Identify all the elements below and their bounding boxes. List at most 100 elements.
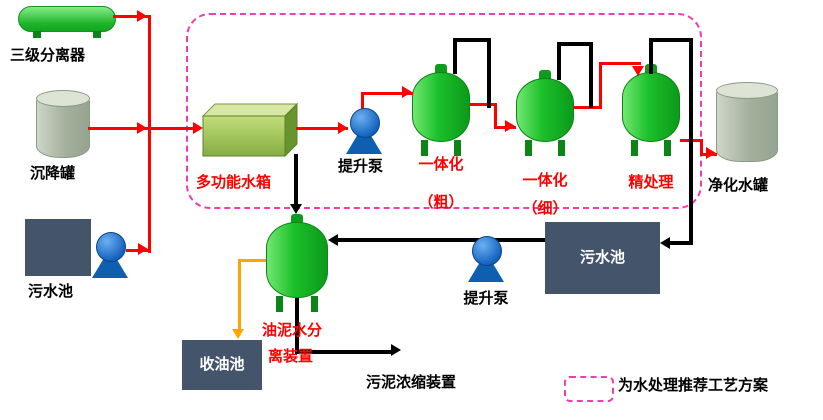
integrated-fine-label-1: 一体化: [522, 172, 568, 189]
pipe-polish-out-b: [700, 139, 703, 156]
pipe-settling-out: [88, 127, 149, 130]
oil-collection-pool-label: 收油池: [199, 356, 245, 373]
arrowhead-into-multifunction-tank: [193, 122, 203, 134]
purified-tank-label: 净化水罐: [708, 177, 769, 194]
arrowhead-into-fine: [505, 120, 515, 132]
pipe-fine-to-polish-a: [574, 106, 602, 109]
vessel-body: [622, 72, 680, 142]
lift-pump-bottom-label: 提升泵: [463, 290, 509, 307]
arrowhead-into-oil-pool: [232, 329, 244, 339]
vessel-leg: [663, 140, 671, 156]
vessel-body: [266, 222, 328, 298]
oil-sludge-separator-label-2: 离装置: [268, 348, 314, 365]
recommended-process-dashed-boundary: [186, 13, 702, 209]
pipe-backwash-coarse-down: [487, 38, 491, 108]
oil-collection-pool: 收油池: [182, 340, 262, 390]
vessel-nozzle: [291, 214, 303, 224]
lift-pump-top-label: 提升泵: [338, 158, 384, 175]
sewage-pool-left: [25, 219, 91, 276]
multifunction-tank-label: 多功能水箱: [196, 174, 272, 191]
arrowhead-sewage-pump-out: [138, 243, 148, 255]
separator-leg: [93, 31, 101, 38]
pipe-backwash-coarse-up: [453, 38, 457, 74]
pipe-sludge-out: [295, 350, 391, 354]
oil-sludge-separator-label-1: 油泥水分: [262, 322, 323, 339]
vessel-leg: [631, 140, 639, 156]
pipe-coarse-to-fine-b: [494, 103, 497, 129]
polishing-label: 精处理: [628, 174, 674, 191]
pipe-tank-to-pump: [296, 127, 348, 130]
sewage-pool-left-label: 污水池: [28, 283, 74, 300]
arrowhead-into-oil-separator: [290, 204, 302, 214]
pipe-oil-down: [238, 259, 241, 331]
pipe-backwash-fine-up: [557, 42, 561, 80]
vessel-leg: [421, 140, 429, 156]
pipe-backwash-polish-over: [649, 38, 693, 42]
tank-3d-graphic: [201, 102, 299, 158]
pipe-backwash-polish-up: [649, 38, 653, 74]
pipe-drain-to-sewage-pool: [689, 38, 693, 245]
legend-label: 为水处理推荐工艺方案: [618, 377, 769, 394]
sewage-pool-center: 污水池: [545, 222, 660, 294]
pipe-feed-manifold: [148, 15, 151, 253]
pipe-fine-to-polish-b: [599, 62, 602, 109]
vessel-leg: [275, 296, 283, 312]
pipe-backwash-fine-over: [557, 42, 593, 46]
pipe-backwash-coarse-over: [453, 38, 491, 42]
arrowhead-pump-to-coarse: [402, 86, 412, 98]
integrated-fine-label-2: （细）: [522, 200, 568, 217]
pipe-pool-to-oil-separator: [337, 238, 545, 242]
vessel-nozzle: [539, 70, 551, 80]
sludge-thickener-label: 污泥浓缩装置: [366, 374, 457, 391]
vessel-body: [412, 72, 470, 142]
legend-dashed-sample: [564, 376, 614, 402]
pipe-fine-to-polish-c: [599, 62, 641, 65]
sewage-pool-center-label: 污水池: [579, 249, 625, 266]
pipe-pump-riser: [361, 92, 364, 112]
lift-pump-bottom: [468, 236, 504, 282]
pump-impeller: [96, 232, 126, 262]
settling-tank-label: 沉降罐: [30, 165, 76, 182]
arrowhead-into-purified-tank: [706, 147, 716, 159]
purified-water-tank-cylinder: [716, 82, 778, 162]
pump-impeller: [472, 236, 502, 266]
pipe-backwash-fine-down: [589, 42, 593, 108]
arrowhead-pool-to-oil-separator: [328, 234, 338, 246]
pipe-oil-out: [238, 259, 266, 262]
separator-label: 三级分离器: [10, 47, 86, 64]
cylinder-top-ellipse: [716, 82, 778, 99]
pipe-sludge-down: [295, 298, 299, 354]
arrowhead-tank-to-pump: [338, 122, 348, 134]
settling-tank-cylinder: [36, 90, 90, 158]
three-stage-separator-vessel: [18, 6, 116, 38]
pipe-tank-to-oil-separator: [294, 154, 298, 206]
vessel-leg: [525, 140, 533, 156]
sewage-pool-pump: [92, 232, 128, 278]
arrowhead-separator-out: [137, 10, 147, 22]
pipe-drain-into-pool: [670, 241, 689, 245]
polishing-vessel: [622, 64, 680, 156]
pipe-coarse-to-fine-a: [470, 103, 497, 106]
pipe-separator-out: [113, 15, 151, 18]
arrowhead-to-sludge-thickener: [391, 344, 401, 356]
vessel-body: [516, 78, 574, 142]
cylinder-top-ellipse: [36, 90, 90, 107]
pipe-pump-to-coarse: [361, 92, 413, 95]
arrowhead-settling-out: [137, 122, 147, 134]
oil-sludge-separator-vessel: [266, 214, 328, 312]
integrated-coarse-label-2: （粗）: [418, 194, 464, 211]
pump-impeller: [350, 108, 380, 138]
integrated-fine-vessel: [516, 70, 574, 156]
separator-leg: [33, 31, 41, 38]
lift-pump-top: [346, 108, 382, 154]
pipe-into-multifunction-tank: [150, 127, 196, 130]
integrated-coarse-label-1: 一体化: [418, 156, 464, 173]
vessel-leg: [557, 140, 565, 156]
vessel-leg: [311, 296, 319, 312]
vessel-leg: [453, 140, 461, 156]
arrowhead-into-polish: [632, 66, 644, 76]
arrowhead-into-sewage-pool: [660, 237, 670, 249]
multifunction-water-tank: [198, 100, 302, 160]
vessel-nozzle: [435, 64, 447, 74]
